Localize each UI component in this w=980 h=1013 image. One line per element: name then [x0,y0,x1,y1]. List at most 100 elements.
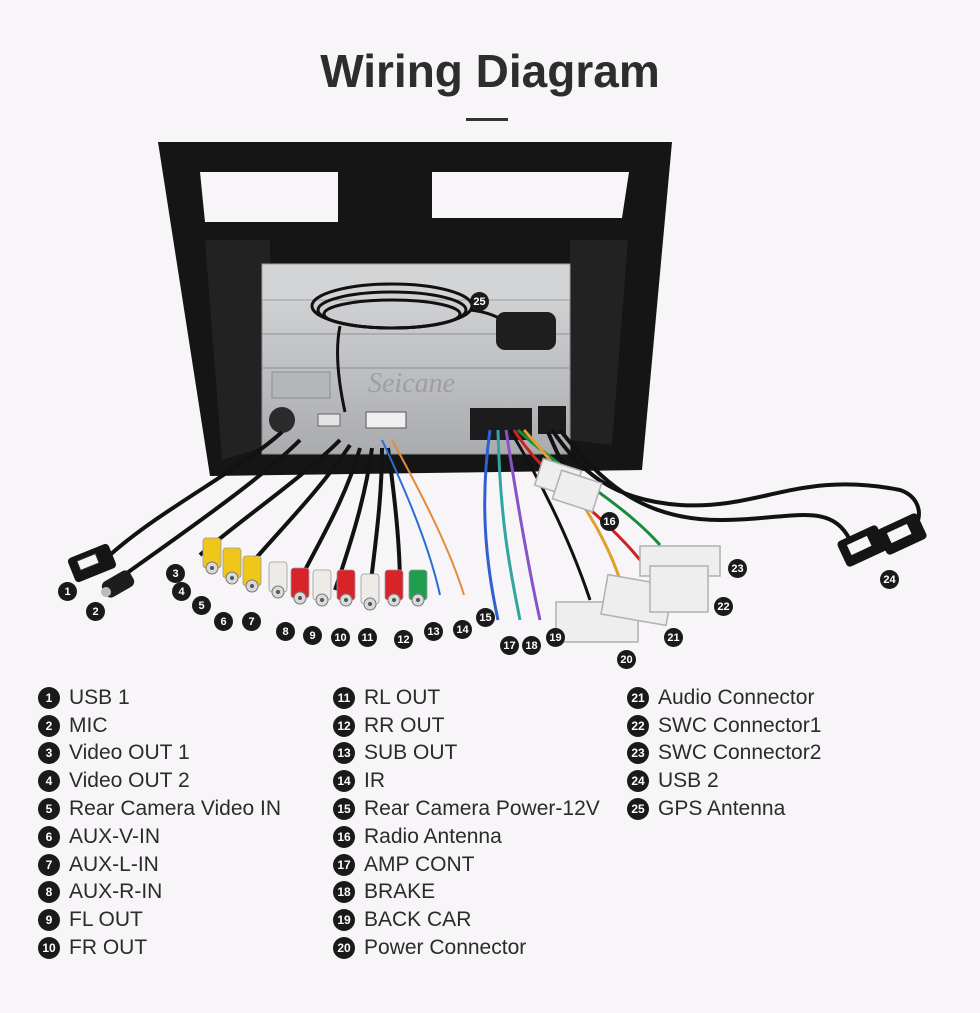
legend-item-7: 7 AUX-L-IN [38,851,281,879]
legend-item-9: 9 FL OUT [38,906,281,934]
diagram-marker-24: 24 [880,570,899,589]
legend-number: 15 [333,798,355,821]
diagram-marker-5: 5 [192,596,211,615]
legend-number: 7 [38,853,60,876]
legend-number: 8 [38,881,60,904]
swc-connector-1 [649,565,709,613]
legend-number: 24 [627,770,649,793]
diagram-marker-4: 4 [172,582,191,601]
diagram-marker-21: 21 [664,628,683,647]
legend-number: 12 [333,714,355,737]
legend-label: FL OUT [69,908,143,932]
diagram-marker-13: 13 [424,622,443,641]
legend-label: USB 2 [658,769,719,793]
diagram-marker-6: 6 [214,612,233,631]
legend-label: Rear Camera Power-12V [364,797,600,821]
legend-label: AMP CONT [364,852,475,876]
legend-column-3: 21 Audio Connector 22 SWC Connector1 23 SWC C… [627,684,821,823]
legend-item-4: 4 Video OUT 2 [38,767,281,795]
diagram-marker-14: 14 [453,620,472,639]
rca-plug [202,537,222,575]
legend-label: Video OUT 2 [69,769,190,793]
diagram-marker-16: 16 [600,512,619,531]
mic-plug [101,570,135,598]
title-underline [466,118,508,121]
legend-number: 20 [333,937,355,960]
legend-label: Radio Antenna [364,824,502,848]
legend-number: 19 [333,909,355,932]
legend-number: 9 [38,909,60,932]
legend-number: 21 [627,686,649,709]
legend-number: 5 [38,798,60,821]
legend-label: MIC [69,713,108,737]
diagram-marker-17: 17 [500,636,519,655]
legend-column-2: 11 RL OUT 12 RR OUT 13 SUB OUT 14 IR 15 Rear Came… [333,684,600,962]
legend-number: 6 [38,825,60,848]
legend-label: Rear Camera Video IN [69,797,282,821]
rca-plug [242,555,262,593]
legend-item-10: 10 FR OUT [38,934,281,962]
legend-number: 18 [333,881,355,904]
diagram-marker-22: 22 [714,597,733,616]
diagram-marker-20: 20 [617,650,636,669]
legend-label: Power Connector [364,936,527,960]
diagram-marker-12: 12 [394,630,413,649]
legend-label: SUB OUT [364,741,458,765]
legend-number: 14 [333,770,355,793]
diagram-marker-15: 15 [476,608,495,627]
legend-item-5: 5 Rear Camera Video IN [38,795,281,823]
diagram-marker-11: 11 [358,628,377,647]
rca-plug [336,569,356,607]
diagram-marker-18: 18 [522,636,541,655]
legend-number: 11 [333,686,355,709]
legend-label: IR [364,769,385,793]
rca-plug [268,561,288,599]
legend-label: AUX-L-IN [69,852,159,876]
legend-number: 4 [38,770,60,793]
legend-label: RL OUT [364,685,441,709]
legend-label: SWC Connector2 [658,741,822,765]
legend-label: FR OUT [69,936,148,960]
legend-item-12: 12 RR OUT [333,712,600,740]
head-unit-illustration: Seicane [67,142,927,643]
legend-number: 22 [627,714,649,737]
legend-item-2: 2 MIC [38,712,281,740]
rca-plug [312,569,332,607]
legend-label: BACK CAR [364,908,472,932]
legend-item-22: 22 SWC Connector1 [627,712,821,740]
diagram-marker-19: 19 [546,628,565,647]
legend-number: 2 [38,714,60,737]
legend-number: 10 [38,937,60,960]
legend-label: SWC Connector1 [658,713,822,737]
diagram-marker-25: 25 [470,292,489,311]
diagram-marker-23: 23 [728,559,747,578]
legend-item-24: 24 USB 2 [627,767,821,795]
usb2-plugs [837,513,927,567]
rca-plug [222,547,242,585]
watermark: Seicane [368,368,455,399]
legend-number: 23 [627,742,649,765]
legend-label: GPS Antenna [658,797,786,821]
rca-plug [360,573,380,611]
gps-puck [496,312,556,350]
legend-label: AUX-V-IN [69,824,161,848]
legend-label: Video OUT 1 [69,741,190,765]
head-unit-chassis [261,263,571,455]
rca-plug [290,567,310,605]
legend-item-13: 13 SUB OUT [333,740,600,768]
legend-number: 13 [333,742,355,765]
rca-plug [384,569,404,607]
legend-label: Audio Connector [658,685,815,709]
diagram-marker-8: 8 [276,622,295,641]
diagram-marker-3: 3 [166,564,185,583]
diagram-marker-2: 2 [86,602,105,621]
diagram-marker-9: 9 [303,626,322,645]
legend-number: 1 [38,686,60,709]
legend-label: RR OUT [364,713,445,737]
